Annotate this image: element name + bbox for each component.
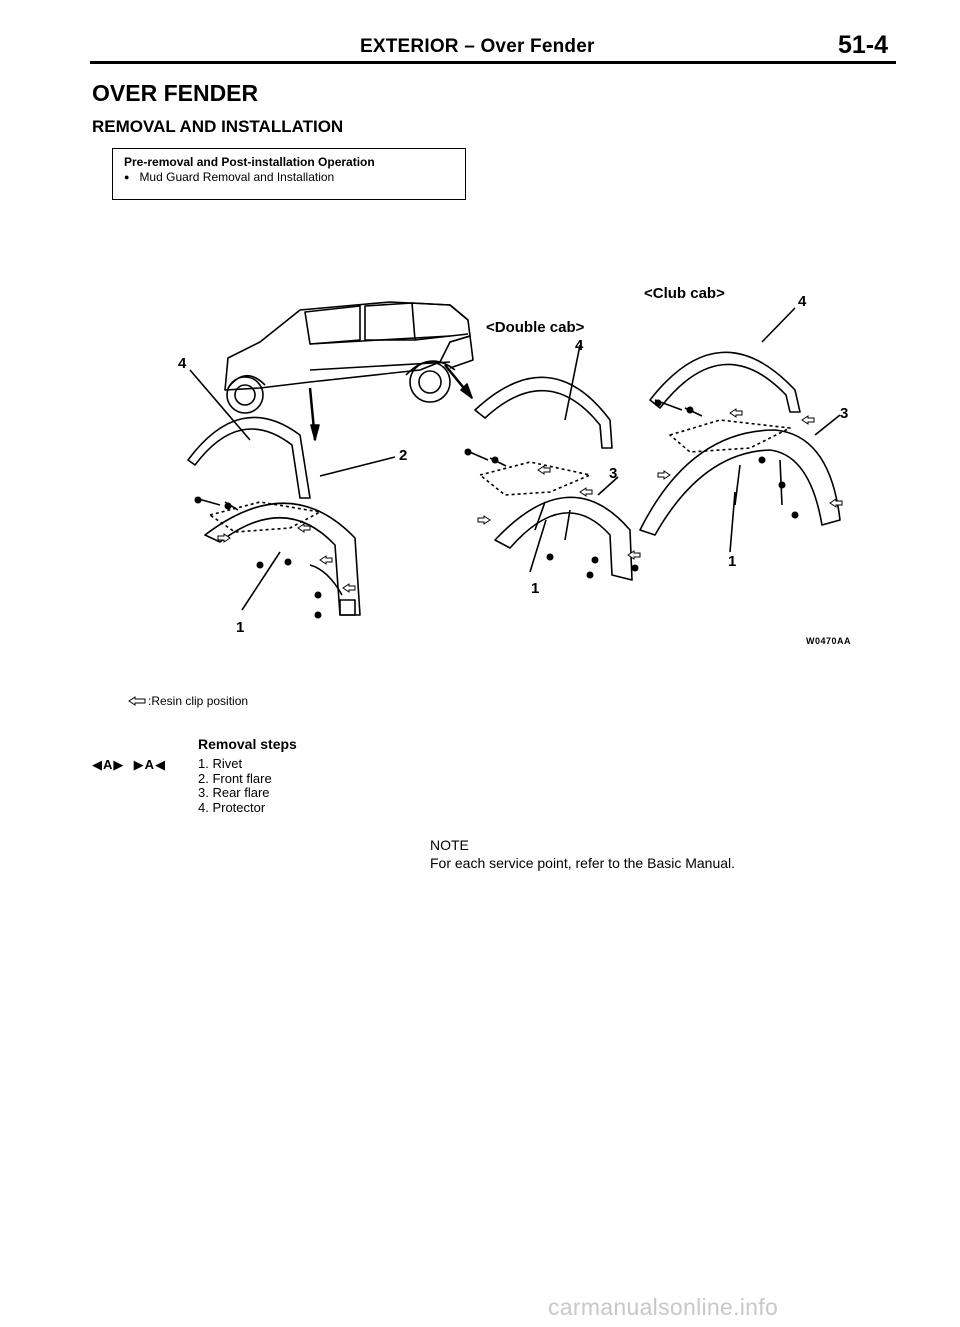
removal-steps-title: Removal steps bbox=[198, 736, 297, 752]
removal-step: 3. Rear flare bbox=[198, 785, 270, 800]
callout-rivet-double: 1 bbox=[531, 580, 539, 597]
watermark: carmanualsonline.info bbox=[548, 1294, 779, 1320]
header-rule bbox=[90, 61, 896, 64]
section-heading: OVER FENDER bbox=[92, 80, 259, 106]
note-text: For each service point, refer to the Bas… bbox=[430, 855, 736, 871]
front-flare-left bbox=[187, 416, 361, 616]
double-cab-label: <Double cab> bbox=[486, 319, 585, 336]
callout-protector-double: 4 bbox=[575, 337, 584, 354]
callout-protector-left: 4 bbox=[178, 355, 187, 372]
rear-flare-club-cab bbox=[639, 351, 841, 536]
callout-rivet-left: 1 bbox=[236, 619, 244, 636]
service-point-marks: ◀A▶ ▶A◀ bbox=[92, 757, 166, 772]
operation-box-item: ● Mud Guard Removal and Installation bbox=[124, 170, 334, 184]
page-number: 51-4 bbox=[838, 31, 889, 59]
callout-front-flare: 2 bbox=[399, 447, 407, 464]
note-title: NOTE bbox=[430, 837, 469, 853]
legend: :Resin clip position bbox=[128, 694, 248, 708]
figure-code: W0470AA bbox=[806, 636, 852, 646]
section-subheading: REMOVAL AND INSTALLATION bbox=[92, 117, 344, 136]
removal-step: 1. Rivet bbox=[198, 756, 243, 771]
over-fender-illustration: <Double cab> <Club cab> 4 2 1 4 3 1 4 3 … bbox=[178, 285, 848, 636]
club-cab-label: <Club cab> bbox=[644, 285, 725, 302]
truck-illustration bbox=[224, 301, 474, 414]
rear-flare-double-cab bbox=[464, 376, 633, 581]
removal-steps-list: 1. Rivet 2. Front flare 3. Rear flare 4.… bbox=[198, 756, 272, 815]
operation-box bbox=[112, 148, 466, 200]
callout-rear-flare-double: 3 bbox=[609, 465, 617, 482]
bullet-icon: ● bbox=[124, 172, 130, 182]
operation-box-title: Pre-removal and Post-installation Operat… bbox=[124, 155, 375, 169]
legend-text: :Resin clip position bbox=[148, 694, 249, 708]
page-header-title: EXTERIOR – Over Fender bbox=[360, 36, 595, 57]
callout-protector-club: 4 bbox=[798, 293, 807, 310]
callout-rear-flare-club: 3 bbox=[840, 405, 848, 422]
resin-clip-arrow-icon bbox=[128, 696, 146, 706]
callout-rivet-club: 1 bbox=[728, 553, 736, 570]
operation-item-text: Mud Guard Removal and Installation bbox=[139, 170, 335, 184]
removal-step: 2. Front flare bbox=[198, 770, 272, 786]
removal-step: 4. Protector bbox=[198, 799, 266, 815]
